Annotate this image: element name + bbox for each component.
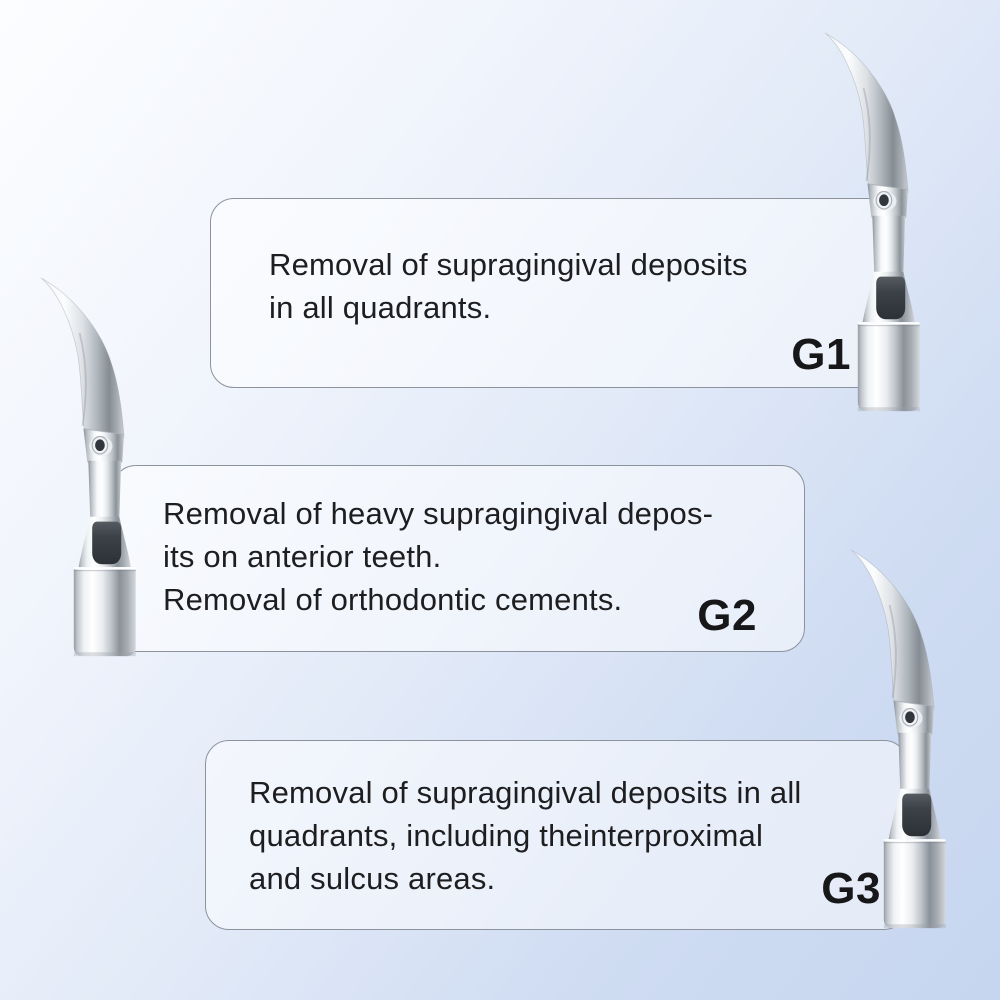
card-g3-line-3: and sulcus areas. — [249, 861, 496, 896]
card-g3-line-2: quadrants, including theinterproximal — [249, 818, 764, 853]
card-g1-description: Removal of supragingival deposits in all… — [269, 243, 748, 329]
card-g1-line-2: in all quadrants. — [269, 290, 492, 325]
card-g1-line-1: Removal of supragingival deposits — [269, 247, 748, 282]
tip-model-label-g3: G3 — [821, 864, 881, 913]
scaler-tip-g1-image — [823, 31, 921, 413]
scaler-tip-g2-image — [39, 276, 137, 658]
card-g2-description: Removal of heavy supragingival depos- it… — [163, 492, 713, 621]
info-card-g1: Removal of supragingival deposits in all… — [210, 198, 900, 388]
card-g3-line-1: Removal of supragingival deposits in all — [249, 775, 802, 810]
info-card-g2: Removal of heavy supragingival depos- it… — [112, 465, 805, 652]
info-card-g3: Removal of supragingival deposits in all… — [205, 740, 908, 930]
card-g2-line-1: Removal of heavy supragingival depos- — [163, 496, 714, 531]
card-g3-description: Removal of supragingival deposits in all… — [249, 771, 802, 900]
tip-model-label-g1: G1 — [791, 330, 851, 379]
card-g2-line-2: its on anterior teeth. — [163, 539, 442, 574]
scaler-tip-g3-image — [849, 548, 947, 930]
tip-model-label-g2: G2 — [697, 591, 757, 640]
card-g2-line-3: Removal of orthodontic cements. — [163, 582, 623, 617]
